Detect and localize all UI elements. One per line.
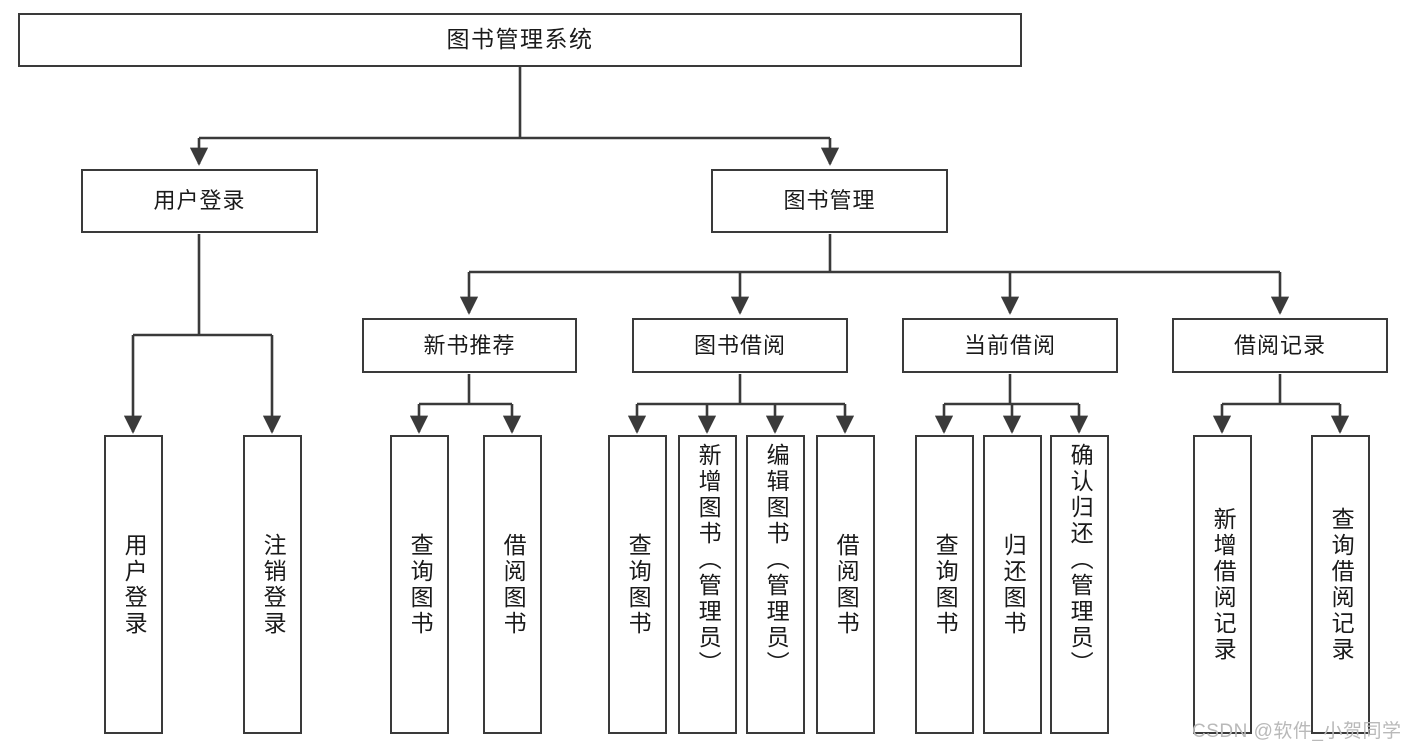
node-label: 用户登录: [121, 532, 148, 637]
node-label: 新增借阅记录: [1210, 506, 1237, 663]
node-leaf-query-book-recommendation[interactable]: 查询图书: [390, 435, 449, 734]
node-label: 借阅记录: [1233, 332, 1326, 358]
node-book-borrowing[interactable]: 图书借阅: [632, 318, 848, 373]
node-leaf-edit-book-admin[interactable]: 编辑图书（管理员）: [746, 435, 805, 734]
node-label: 图书管理系统: [446, 26, 594, 53]
csdn-watermark: CSDN @软件_小贺同学: [1192, 721, 1402, 742]
node-leaf-query-borrowing-record[interactable]: 查询借阅记录: [1311, 435, 1370, 734]
node-label: 注销登录: [260, 532, 287, 637]
node-label: 图书管理: [783, 188, 876, 214]
node-label: 归还图书: [1000, 532, 1027, 637]
node-leaf-return-book[interactable]: 归还图书: [983, 435, 1042, 734]
node-label: 查询图书: [625, 532, 652, 637]
node-leaf-confirm-return-admin[interactable]: 确认归还（管理员）: [1050, 435, 1109, 734]
node-label: 借阅图书: [500, 532, 527, 637]
node-leaf-logout-login[interactable]: 注销登录: [243, 435, 302, 734]
node-label: 编辑图书（管理员）: [763, 443, 790, 677]
node-leaf-query-book-borrowing[interactable]: 查询图书: [608, 435, 667, 734]
node-label: 查询借阅记录: [1328, 506, 1355, 663]
node-leaf-add-book-admin[interactable]: 新增图书（管理员）: [678, 435, 737, 734]
node-current-borrowing[interactable]: 当前借阅: [902, 318, 1118, 373]
node-leaf-query-book-current[interactable]: 查询图书: [915, 435, 974, 734]
node-label: 当前借阅: [963, 332, 1056, 358]
node-book-management[interactable]: 图书管理: [711, 169, 948, 233]
node-borrowing-records[interactable]: 借阅记录: [1172, 318, 1388, 373]
node-user-login[interactable]: 用户登录: [81, 169, 318, 233]
node-label: 查询图书: [407, 532, 434, 637]
node-label: 确认归还（管理员）: [1067, 443, 1094, 677]
node-leaf-add-borrowing-record[interactable]: 新增借阅记录: [1193, 435, 1252, 734]
node-label: 用户登录: [153, 188, 246, 214]
node-label: 图书借阅: [693, 332, 786, 358]
node-label: 查询图书: [932, 532, 959, 637]
node-leaf-borrow-book-recommendation[interactable]: 借阅图书: [483, 435, 542, 734]
node-label: 新书推荐: [423, 332, 516, 358]
node-new-book-recommendation[interactable]: 新书推荐: [362, 318, 577, 373]
node-root-book-management-system[interactable]: 图书管理系统: [18, 13, 1022, 67]
node-leaf-borrow-book-borrowing[interactable]: 借阅图书: [816, 435, 875, 734]
node-label: 借阅图书: [833, 532, 860, 637]
node-leaf-user-login[interactable]: 用户登录: [104, 435, 163, 734]
node-label: 新增图书（管理员）: [695, 443, 722, 677]
